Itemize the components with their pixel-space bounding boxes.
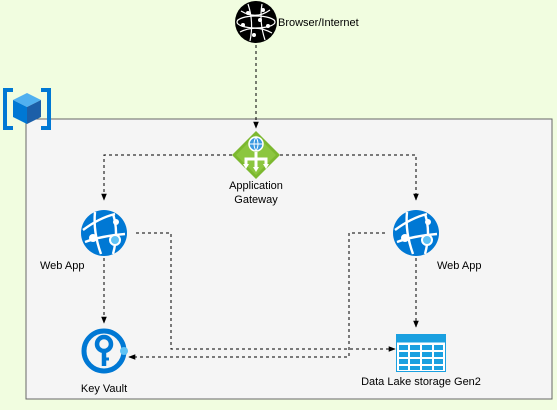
web-app-icon <box>393 210 439 256</box>
connector-webapp-right-to-keyvault <box>128 232 385 360</box>
gateway-label-line1: Application <box>229 180 283 192</box>
gateway-label: Application Gateway <box>206 179 306 207</box>
keyvault-label: Key Vault <box>80 383 128 395</box>
connector-gateway-to-webapp-left <box>101 154 232 201</box>
datalake-label: Data Lake storage Gen2 <box>361 376 481 388</box>
resource-group-cube-icon <box>3 88 51 130</box>
webapp-right-label: Web App <box>437 260 482 272</box>
application-gateway-icon <box>232 131 280 179</box>
connector-webapp-left-to-datalake <box>136 232 396 352</box>
key-vault-icon <box>81 328 128 374</box>
resource-group-container <box>25 118 553 400</box>
webapp-left-label: Web App <box>40 260 85 272</box>
web-app-icon <box>81 210 127 256</box>
globe-icon <box>235 1 277 43</box>
data-lake-storage-icon <box>396 334 446 372</box>
gateway-label-line2: Gateway <box>234 194 278 206</box>
browser-label: Browser/Internet <box>278 17 359 29</box>
